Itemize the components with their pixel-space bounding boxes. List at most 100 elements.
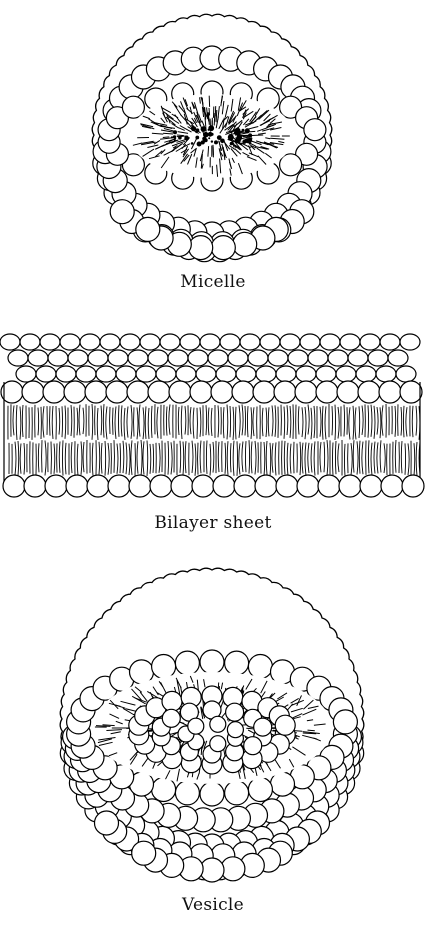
bilayer-upper-head (22, 381, 44, 403)
bilayer-upper-head (64, 381, 86, 403)
bilayer-lower-head (255, 475, 277, 497)
bilayer-top-head (176, 366, 196, 382)
bilayer-top-head (156, 366, 176, 382)
bilayer-top-head (108, 350, 128, 366)
bilayer-top-head (208, 350, 228, 366)
bilayer-lower-head (213, 475, 235, 497)
bilayer-top-head (56, 366, 76, 382)
bilayer-top-head (160, 334, 180, 350)
micelle-core (130, 94, 294, 178)
vesicle-inner-head (210, 716, 226, 732)
bilayer-top-head (140, 334, 160, 350)
vesicle-inner-head (188, 718, 204, 734)
bilayer-upper-head (43, 381, 65, 403)
micelle-core-dot (191, 142, 194, 145)
bilayer-upper-head (337, 381, 359, 403)
bilayer-top-head (128, 350, 148, 366)
bilayer-top-head (300, 334, 320, 350)
vesicle-rim-head (225, 781, 249, 805)
vesicle-rim-head (175, 651, 199, 675)
vesicle-caption: Vesicle (0, 895, 426, 915)
bilayer-figure: Bilayer sheet (0, 330, 426, 560)
micelle-core-dot (230, 142, 233, 145)
micelle-core-dot (235, 128, 241, 134)
bilayer-upper-head (211, 381, 233, 403)
micelle-core-dot (217, 135, 222, 140)
bilayer-top-head (380, 334, 400, 350)
bilayer-top-head (320, 334, 340, 350)
vesicle-inner-head (210, 736, 226, 752)
bilayer-top-head (8, 350, 28, 366)
bilayer-top-head (236, 366, 256, 382)
bilayer-upper-head (85, 381, 107, 403)
micelle-core-dot (174, 139, 176, 141)
bilayer-top-head (116, 366, 136, 382)
vesicle-outer-head (132, 841, 156, 865)
bilayer-top-head (168, 350, 188, 366)
micelle-core-dot (236, 135, 242, 141)
bilayer-lower-head (45, 475, 67, 497)
micelle-head (304, 119, 326, 141)
micelle-core-dot (178, 136, 182, 140)
micelle-core-dot (201, 126, 207, 132)
bilayer-top-head (16, 366, 36, 382)
micelle-core-dot (208, 137, 210, 139)
bilayer-top-head (196, 366, 216, 382)
bilayer-top-head (228, 350, 248, 366)
bilayer-top-head (288, 350, 308, 366)
bilayer-lower-head (24, 475, 46, 497)
vesicle-rim-head (152, 655, 176, 679)
bilayer-top-head (348, 350, 368, 366)
bilayer-top-head (328, 350, 348, 366)
micelle-core-dot (196, 128, 200, 132)
vesicle-rim-head (200, 650, 224, 674)
vesicle-rim-head (333, 710, 357, 734)
bilayer-lower-head (360, 475, 382, 497)
bilayer-top-head (40, 334, 60, 350)
bilayer-lower-head (150, 475, 172, 497)
vesicle-outer-head (95, 811, 119, 835)
bilayer-top-head (388, 350, 408, 366)
vesicle-inner-head (162, 709, 180, 727)
bilayer-top-head (220, 334, 240, 350)
bilayer-top-head (48, 350, 68, 366)
bilayer-top-head (28, 350, 48, 366)
micelle-core-dot (195, 136, 199, 140)
bilayer-top-head (368, 350, 388, 366)
vesicle-inner-head (162, 691, 182, 711)
micelle-core-dot (211, 140, 213, 142)
bilayer-lower-head (171, 475, 193, 497)
micelle-caption: Micelle (0, 272, 426, 292)
bilayer-top-head (280, 334, 300, 350)
micelle-figure: Micelle (0, 0, 426, 320)
bilayer-top-head (96, 366, 116, 382)
bilayer-upper-head (400, 381, 422, 403)
bilayer-top-head (296, 366, 316, 382)
bilayer-lower-head (87, 475, 109, 497)
bilayer-lower-head (318, 475, 340, 497)
bilayer-tails (8, 404, 420, 476)
bilayer-top-head (60, 334, 80, 350)
bilayer-top-head (356, 366, 376, 382)
bilayer-top-head (36, 366, 56, 382)
bilayer-top-head (88, 350, 108, 366)
bilayer-lower-head (108, 475, 130, 497)
micelle-core-dot (210, 133, 213, 136)
vesicle-rim-head (152, 778, 176, 802)
bilayer-top-surface (0, 334, 420, 382)
bilayer-upper-head (358, 381, 380, 403)
bilayer-top-head (248, 350, 268, 366)
micelle-core-dot (242, 129, 245, 132)
bilayer-upper-head (148, 381, 170, 403)
bilayer-upper-head (274, 381, 296, 403)
bilayer-top-head (200, 334, 220, 350)
vesicle-inner-head (254, 718, 272, 736)
bilayer-top-head (240, 334, 260, 350)
vesicle-inner-head (244, 737, 262, 755)
bilayer-top-head (148, 350, 168, 366)
bilayer-top-head (308, 350, 328, 366)
micelle-core-dot (249, 142, 252, 145)
bilayer-lower-head (297, 475, 319, 497)
vesicle-rim-head (175, 781, 199, 805)
bilayer-top-head (68, 350, 88, 366)
